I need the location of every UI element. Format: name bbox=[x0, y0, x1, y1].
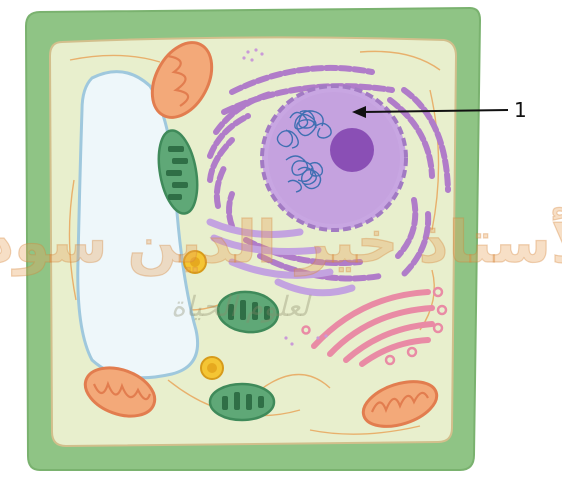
chloroplast bbox=[210, 384, 274, 420]
nucleolus bbox=[330, 128, 374, 172]
vesicle bbox=[201, 357, 223, 379]
watermark-sub-text: لعلوم الحياة bbox=[171, 290, 313, 323]
watermark-main-text: الأستاذ خير الدين سودة bbox=[0, 207, 562, 277]
label-number-1: 1 bbox=[514, 98, 527, 122]
